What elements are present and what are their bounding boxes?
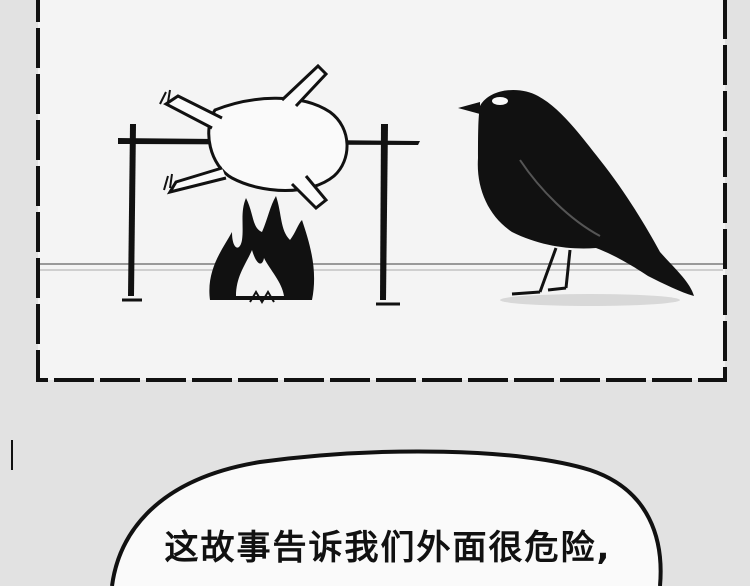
chicken-wing-upper [163, 94, 223, 130]
crow-beak [458, 102, 480, 114]
crow-wing-line [519, 159, 601, 237]
chicken-leg-upper [280, 63, 329, 108]
chicken-claw-upper [159, 89, 171, 105]
fire-inner [236, 250, 284, 296]
speech-bubble [110, 449, 663, 586]
crow [458, 90, 694, 306]
chicken-body [207, 96, 349, 192]
crow-body [477, 90, 694, 296]
comic-panel [36, 0, 727, 382]
crow-legs [511, 247, 572, 296]
campfire [209, 196, 315, 304]
crow-shadow [500, 294, 680, 306]
spit-post-right [380, 124, 388, 300]
fire-flames [209, 196, 315, 300]
crow-eye [492, 97, 508, 105]
roasted-chicken [159, 63, 349, 211]
chicken-wing-lower [166, 166, 227, 195]
spit-post-left [128, 124, 136, 296]
chicken-claw-lower [163, 173, 173, 191]
chicken-leg-lower [290, 175, 329, 211]
fire-embers [249, 290, 275, 304]
speech-bubble-text: 这故事告诉我们外面很危险, [164, 528, 612, 568]
